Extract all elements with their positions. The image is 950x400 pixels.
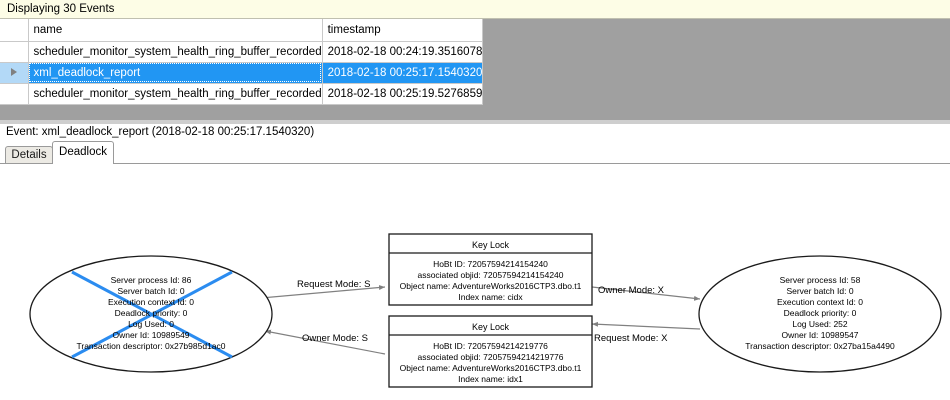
row-selector-cell[interactable] xyxy=(0,62,29,84)
resource-top-line-0: HoBt ID: 72057594214154240 xyxy=(433,259,548,269)
process-left-line-2: Execution context Id: 0 xyxy=(108,297,194,307)
deadlock-graph-pane[interactable]: Request Mode: S Owner Mode: X Owner Mode… xyxy=(0,163,950,400)
process-node-left[interactable]: Server process Id: 86 Server batch Id: 0… xyxy=(29,255,273,373)
row-selector-cell[interactable] xyxy=(0,83,29,105)
process-node-right-ellipse xyxy=(698,255,942,373)
resource-node-bottom[interactable]: Key Lock HoBt ID: 72057594214219776 asso… xyxy=(388,315,593,388)
events-grid-header-row: name timestamp xyxy=(0,19,484,42)
process-right-line-2: Execution context Id: 0 xyxy=(777,297,863,307)
process-left-line-4: Log Used: 0 xyxy=(128,319,174,329)
horizontal-splitter[interactable] xyxy=(0,120,950,124)
process-left-line-6: Transaction descriptor: 0x27b985d1ac0 xyxy=(77,341,226,351)
events-grid-body[interactable]: scheduler_monitor_system_health_ring_buf… xyxy=(0,41,484,105)
events-grid-container[interactable]: name timestamp scheduler_monitor_system_… xyxy=(0,19,950,120)
resource-bottom-line-3: Index name: idx1 xyxy=(458,374,523,384)
resource-bottom-line-2: Object name: AdventureWorks2016CTP3.dbo.… xyxy=(400,363,582,373)
cell-timestamp[interactable]: 2018-02-18 00:25:17.1540320 xyxy=(322,62,484,84)
tab-strip: Details Deadlock xyxy=(0,141,950,164)
edge-label-request-mode-x: Request Mode: X xyxy=(594,333,668,344)
process-left-line-1: Server batch Id: 0 xyxy=(117,286,184,296)
row-selector-arrow-icon xyxy=(10,68,17,77)
process-right-line-0: Server process Id: 58 xyxy=(780,275,861,285)
edge-request-mode-s-line xyxy=(249,285,386,300)
resource-node-top[interactable]: Key Lock HoBt ID: 72057594214154240 asso… xyxy=(388,233,593,306)
resource-top-line-1: associated objid: 72057594214154240 xyxy=(417,270,563,280)
cell-timestamp[interactable]: 2018-02-18 00:24:19.3516078 xyxy=(322,41,484,63)
edge-owner-mode-x-line xyxy=(591,286,701,301)
process-node-right[interactable]: Server process Id: 58 Server batch Id: 0… xyxy=(698,255,942,373)
process-right-line-6: Transaction descriptor: 0x27ba15a4490 xyxy=(745,341,895,351)
events-count-banner: Displaying 30 Events xyxy=(0,0,950,19)
edge-request-mode-x-line xyxy=(591,321,701,330)
column-header-selector xyxy=(0,19,29,42)
resource-top-line-2: Object name: AdventureWorks2016CTP3.dbo.… xyxy=(400,281,582,291)
cell-timestamp[interactable]: 2018-02-18 00:25:19.5276859 xyxy=(322,83,484,105)
resource-bottom-line-1: associated objid: 72057594214219776 xyxy=(417,352,563,362)
process-right-line-3: Deadlock priority: 0 xyxy=(784,308,857,318)
process-left-line-0: Server process Id: 86 xyxy=(111,275,192,285)
process-right-line-5: Owner Id: 10989547 xyxy=(781,330,858,340)
deadlock-graph-svg: Request Mode: S Owner Mode: X Owner Mode… xyxy=(29,233,942,388)
edge-label-request-mode-s: Request Mode: S xyxy=(297,279,370,290)
resource-top-title: Key Lock xyxy=(472,240,510,250)
cell-name[interactable]: xml_deadlock_report xyxy=(28,62,323,84)
events-grid[interactable]: name timestamp scheduler_monitor_system_… xyxy=(0,19,484,105)
column-header-timestamp[interactable]: timestamp xyxy=(322,19,484,42)
resource-bottom-title: Key Lock xyxy=(472,322,510,332)
resource-top-line-3: Index name: cidx xyxy=(458,292,523,302)
process-right-line-1: Server batch Id: 0 xyxy=(786,286,853,296)
tab-details[interactable]: Details xyxy=(5,146,53,164)
edge-label-owner-mode-s: Owner Mode: S xyxy=(302,333,368,344)
resource-bottom-box xyxy=(388,315,593,388)
victim-x-marker xyxy=(71,270,233,359)
cell-name[interactable]: scheduler_monitor_system_health_ring_buf… xyxy=(28,41,323,63)
table-row[interactable]: scheduler_monitor_system_health_ring_buf… xyxy=(0,83,484,105)
table-row[interactable]: scheduler_monitor_system_health_ring_buf… xyxy=(0,41,484,63)
resource-bottom-line-0: HoBt ID: 72057594214219776 xyxy=(433,341,548,351)
process-left-line-5: Owner Id: 10989549 xyxy=(112,330,189,340)
edge-label-owner-mode-x: Owner Mode: X xyxy=(598,285,665,296)
resource-top-box xyxy=(388,233,593,306)
process-left-line-3: Deadlock priority: 0 xyxy=(115,308,188,318)
event-caption: Event: xml_deadlock_report (2018-02-18 0… xyxy=(0,124,950,141)
column-header-name[interactable]: name xyxy=(28,19,323,42)
process-right-line-4: Log Used: 252 xyxy=(792,319,848,329)
edge-owner-mode-s-line xyxy=(264,329,386,355)
tab-deadlock[interactable]: Deadlock xyxy=(52,141,114,164)
row-selector-cell[interactable] xyxy=(0,41,29,63)
cell-name[interactable]: scheduler_monitor_system_health_ring_buf… xyxy=(28,83,323,105)
